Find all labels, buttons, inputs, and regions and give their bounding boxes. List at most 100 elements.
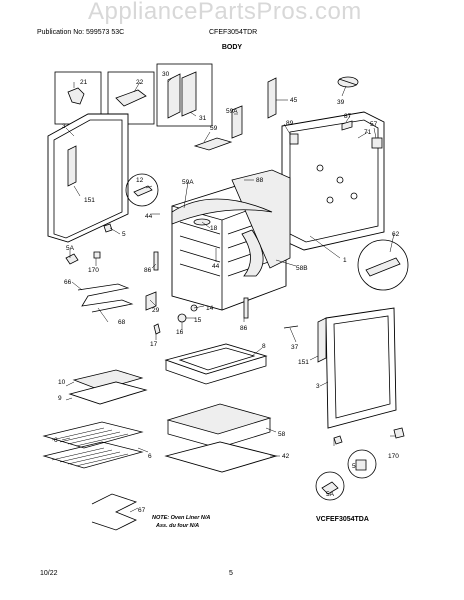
broil-pan-insert-10 bbox=[72, 369, 144, 391]
callout-12: 12 bbox=[136, 177, 144, 184]
part-5-left bbox=[103, 223, 113, 233]
oven-rack-6-lower bbox=[42, 441, 144, 469]
callout-59A-top: 59A bbox=[226, 108, 238, 115]
callout-88: 88 bbox=[256, 177, 264, 184]
broil-element-67 bbox=[91, 493, 138, 531]
callout-22: 22 bbox=[136, 79, 144, 86]
inset-circle-12 bbox=[125, 173, 159, 207]
callout-15: 15 bbox=[194, 317, 202, 324]
callout-66: 66 bbox=[64, 279, 72, 286]
callout-1: 1 bbox=[343, 257, 347, 264]
part-17 bbox=[153, 323, 161, 335]
note-line-2: Ass. du four N/A bbox=[155, 523, 199, 529]
callout-86-left: 86 bbox=[144, 267, 152, 274]
part-22-bracket bbox=[115, 89, 147, 107]
publication-number: Publication No: 599573 53C bbox=[37, 29, 125, 36]
part-31-panel bbox=[181, 71, 197, 117]
part-86-right bbox=[243, 297, 249, 319]
watermark: AppliancePartsPros.com bbox=[88, 0, 362, 25]
callout-44-upper: 44 bbox=[145, 213, 153, 220]
inset-circle-5-right bbox=[347, 449, 377, 479]
part-89 bbox=[289, 133, 299, 145]
side-panel-3-left bbox=[47, 113, 129, 243]
callout-21: 21 bbox=[80, 79, 88, 86]
callout-3-left: 3 bbox=[62, 123, 66, 130]
callout-39: 39 bbox=[337, 99, 345, 106]
insulation-59A bbox=[171, 198, 273, 225]
callout-57: 57 bbox=[370, 121, 378, 128]
insulation-58 bbox=[166, 403, 272, 435]
part-86-left bbox=[153, 251, 159, 271]
callout-59: 59 bbox=[210, 125, 218, 132]
callout-71: 71 bbox=[364, 129, 372, 136]
callout-3-right: 3 bbox=[316, 383, 320, 390]
insulation-58B bbox=[241, 229, 264, 277]
part-151-right bbox=[317, 317, 327, 363]
part-30-panel bbox=[167, 73, 181, 119]
side-panel-3-right bbox=[325, 307, 397, 429]
part-170-right bbox=[393, 427, 405, 439]
callout-37: 37 bbox=[291, 344, 299, 351]
callout-6-lower: 6 bbox=[148, 453, 152, 460]
callout-89: 89 bbox=[286, 120, 294, 127]
callout-67: 67 bbox=[138, 507, 146, 514]
callout-14: 14 bbox=[206, 305, 214, 312]
part-37 bbox=[283, 325, 299, 329]
callout-58B: 58B bbox=[296, 265, 308, 272]
callout-30: 30 bbox=[162, 71, 170, 78]
bake-element-66 bbox=[77, 283, 134, 313]
callout-29: 29 bbox=[152, 307, 160, 314]
callout-59A-mid: 59A bbox=[182, 179, 194, 186]
callout-8: 8 bbox=[262, 343, 266, 350]
part-6-clip bbox=[333, 435, 343, 445]
callout-10: 10 bbox=[58, 379, 66, 386]
diagram-id: VCFEF3054TDA bbox=[316, 516, 369, 523]
model-code: CFEF3054TDR bbox=[209, 29, 258, 36]
inset-circle-5A-right bbox=[315, 471, 345, 501]
note-line-1: NOTE: Oven Liner N/A bbox=[152, 515, 210, 521]
callout-170-right: 170 bbox=[388, 453, 399, 460]
callout-16: 16 bbox=[176, 329, 184, 336]
footer-page-number: 5 bbox=[229, 570, 233, 577]
inset-box-30 bbox=[156, 63, 213, 127]
callout-5-left: 5 bbox=[122, 231, 126, 238]
callout-62: 62 bbox=[392, 231, 400, 238]
callout-6-upper: 6 bbox=[54, 437, 58, 444]
part-151-left bbox=[67, 145, 77, 187]
oven-rack-6-upper bbox=[42, 421, 144, 449]
footer-date: 10/22 bbox=[40, 570, 58, 577]
callout-5-right: 5 bbox=[352, 463, 356, 470]
callout-42: 42 bbox=[282, 453, 290, 460]
callout-58: 58 bbox=[278, 431, 286, 438]
inset-box-22 bbox=[107, 71, 155, 125]
callout-170-left: 170 bbox=[88, 267, 99, 274]
part-59 bbox=[193, 137, 233, 151]
callout-5A-right: 5A bbox=[326, 491, 335, 498]
oven-bottom-8 bbox=[164, 343, 268, 375]
callout-45: 45 bbox=[290, 97, 298, 104]
part-57 bbox=[371, 137, 383, 149]
callout-5A-left: 5A bbox=[66, 245, 75, 252]
callout-17: 17 bbox=[150, 341, 158, 348]
part-87 bbox=[341, 120, 353, 131]
callout-31: 31 bbox=[199, 115, 207, 122]
part-21-bracket bbox=[67, 87, 85, 105]
callout-44-lower: 44 bbox=[212, 263, 220, 270]
part-170-left bbox=[93, 251, 101, 259]
bottom-panel-42 bbox=[164, 441, 278, 473]
part-5A-left bbox=[65, 253, 79, 265]
callout-87: 87 bbox=[344, 113, 352, 120]
part-16 bbox=[177, 313, 187, 323]
callout-151-right: 151 bbox=[298, 359, 309, 366]
broil-pan-9 bbox=[68, 381, 148, 405]
callout-86-right: 86 bbox=[240, 325, 248, 332]
part-45 bbox=[267, 77, 277, 119]
callout-151-left: 151 bbox=[84, 197, 95, 204]
callout-9: 9 bbox=[58, 395, 62, 402]
callout-18: 18 bbox=[210, 225, 218, 232]
page-title: BODY bbox=[221, 44, 243, 51]
insulation-88 bbox=[231, 169, 291, 269]
callout-68: 68 bbox=[118, 319, 126, 326]
inset-circle-62 bbox=[357, 239, 409, 291]
